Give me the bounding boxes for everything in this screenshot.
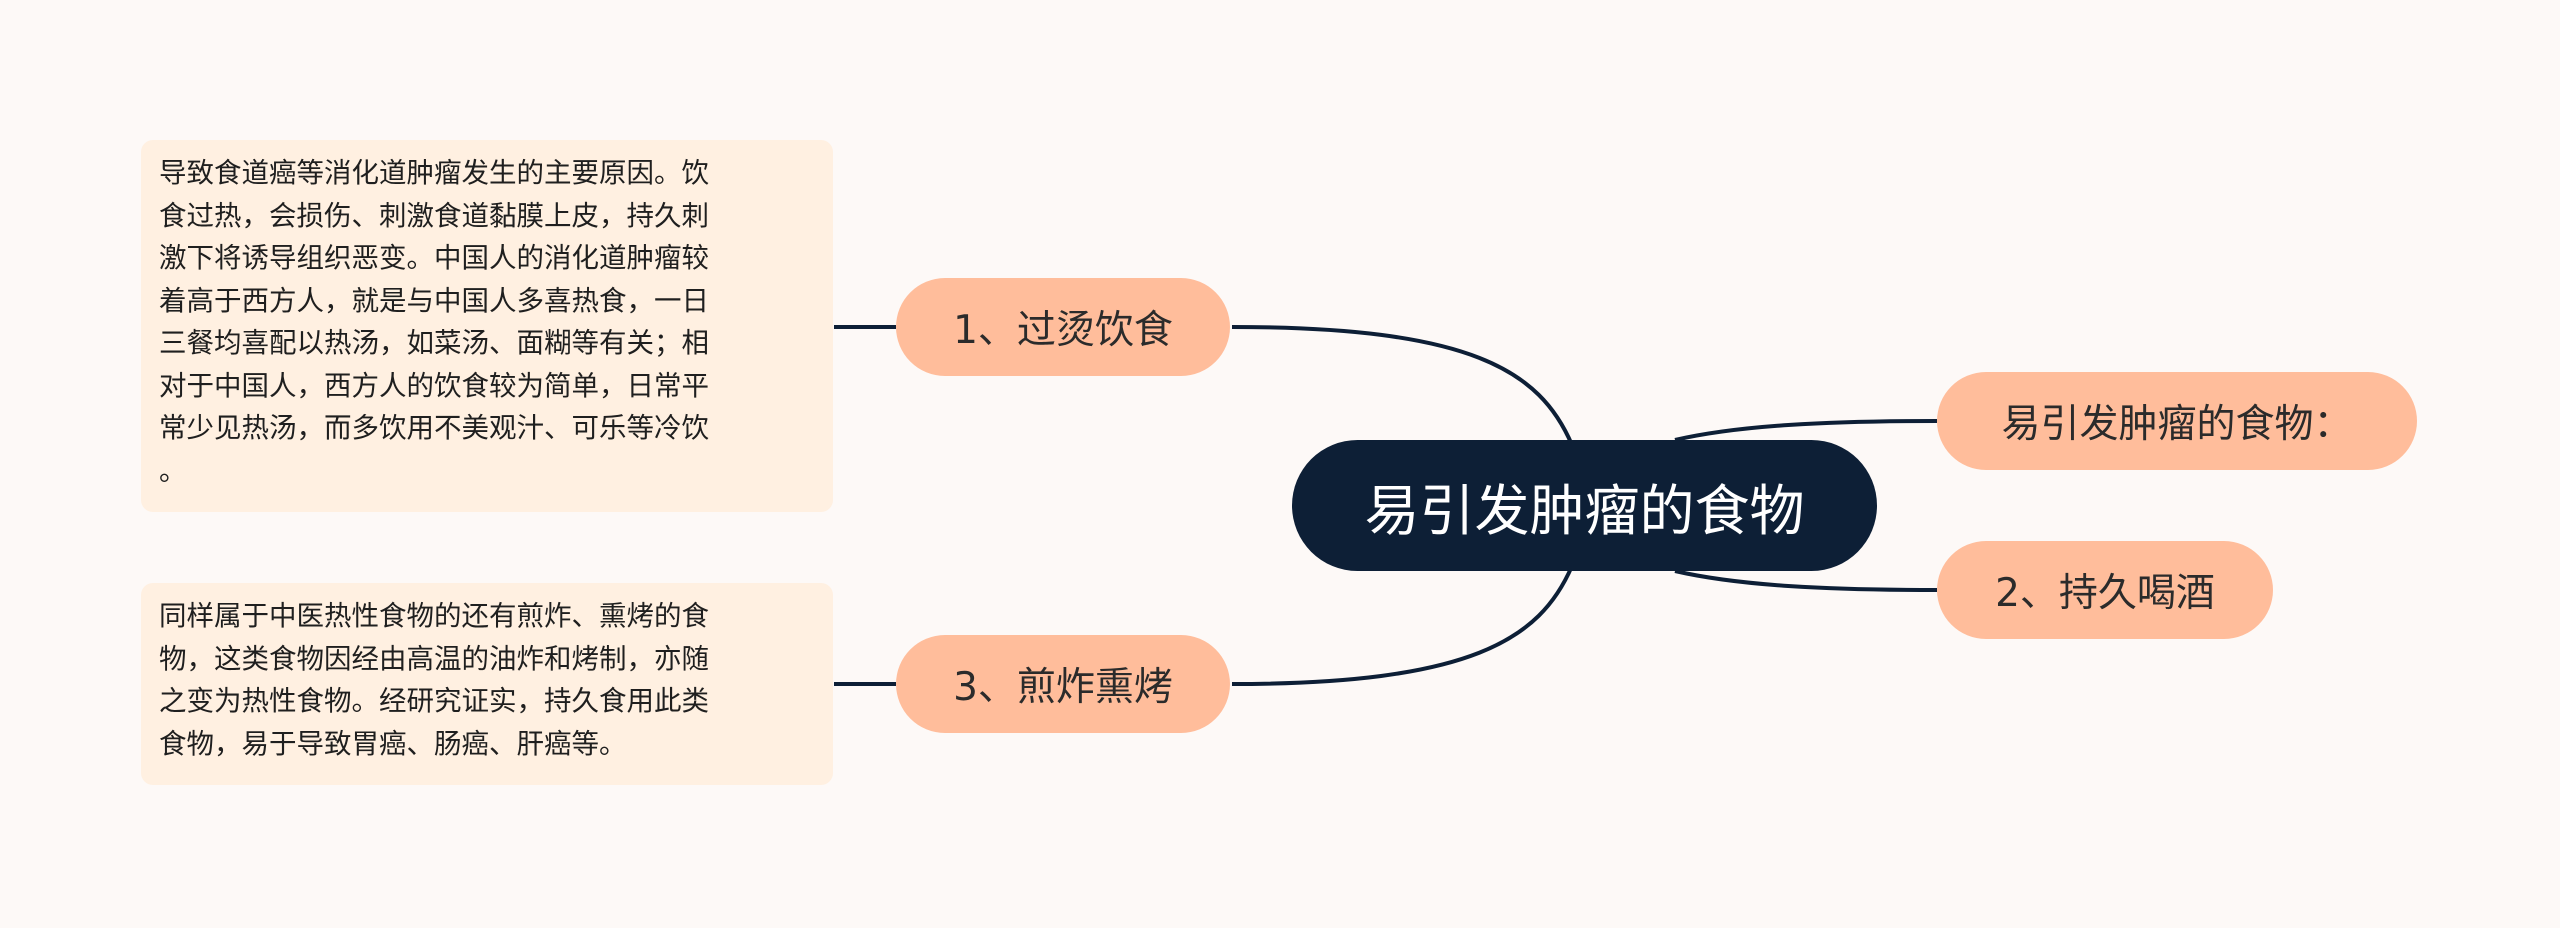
branch-topic-2[interactable]: 2、持久喝酒	[1937, 541, 2273, 639]
branch-topic-3-label: 3、煎炸熏烤	[953, 665, 1173, 710]
branch-topic-1-label: 1、过烫饮食	[953, 308, 1173, 353]
note-2-line-4: 食物，易于导致胃癌、肠癌、肝癌等。	[159, 727, 627, 760]
central-topic-label: 易引发肿瘤的食物	[1364, 478, 1805, 543]
note-branch-1: 导致食道癌等消化道肿瘤发生的主要原因。饮 食过热，会损伤、刺激食道黏膜上皮，持久…	[141, 140, 833, 512]
note-2-line-1: 同样属于中医热性食物的还有煎炸、熏烤的食	[159, 600, 709, 632]
note-1-line-8: 。	[159, 454, 187, 487]
connector-center-to-branch-3	[1231, 565, 1574, 686]
note-1-line-4: 着高于西方人，就是与中国人多喜热食，一日	[159, 284, 709, 317]
branch-topic-1[interactable]: 1、过烫饮食	[896, 278, 1230, 376]
branch-topic-3[interactable]: 3、煎炸熏烤	[896, 635, 1230, 733]
note-1-line-2: 食过热，会损伤、刺激食道黏膜上皮，持久刺	[159, 199, 709, 232]
branch-topic-2-label: 2、持久喝酒	[1995, 571, 2215, 616]
connector-center-to-branch-right-top	[1674, 419, 1938, 442]
note-2-line-2: 物，这类食物因经由高温的油炸和烤制，亦随	[159, 642, 709, 675]
note-1-line-1: 导致食道癌等消化道肿瘤发生的主要原因。饮	[159, 157, 709, 189]
connector-center-to-branch-1	[1231, 325, 1574, 446]
connector-center-to-branch-2	[1674, 569, 1938, 592]
branch-topic-right-top[interactable]: 易引发肿瘤的食物：	[1937, 372, 2417, 470]
note-branch-3: 同样属于中医热性食物的还有煎炸、熏烤的食 物，这类食物因经由高温的油炸和烤制，亦…	[141, 583, 833, 785]
note-1-line-3: 激下将诱导组织恶变。中国人的消化道肿瘤较	[159, 242, 709, 274]
central-topic[interactable]: 易引发肿瘤的食物	[1292, 440, 1877, 571]
note-1-line-5: 三餐均喜配以热汤，如菜汤、面糊等有关；相	[159, 327, 709, 359]
branch-topic-right-top-label: 易引发肿瘤的食物：	[2001, 402, 2353, 447]
note-2-line-3: 之变为热性食物。经研究证实，持久食用此类	[159, 685, 709, 717]
note-1-line-7: 常少见热汤，而多饮用不美观汁、可乐等冷饮	[159, 412, 709, 444]
note-1-line-6: 对于中国人，西方人的饮食较为简单，日常平	[159, 369, 709, 402]
